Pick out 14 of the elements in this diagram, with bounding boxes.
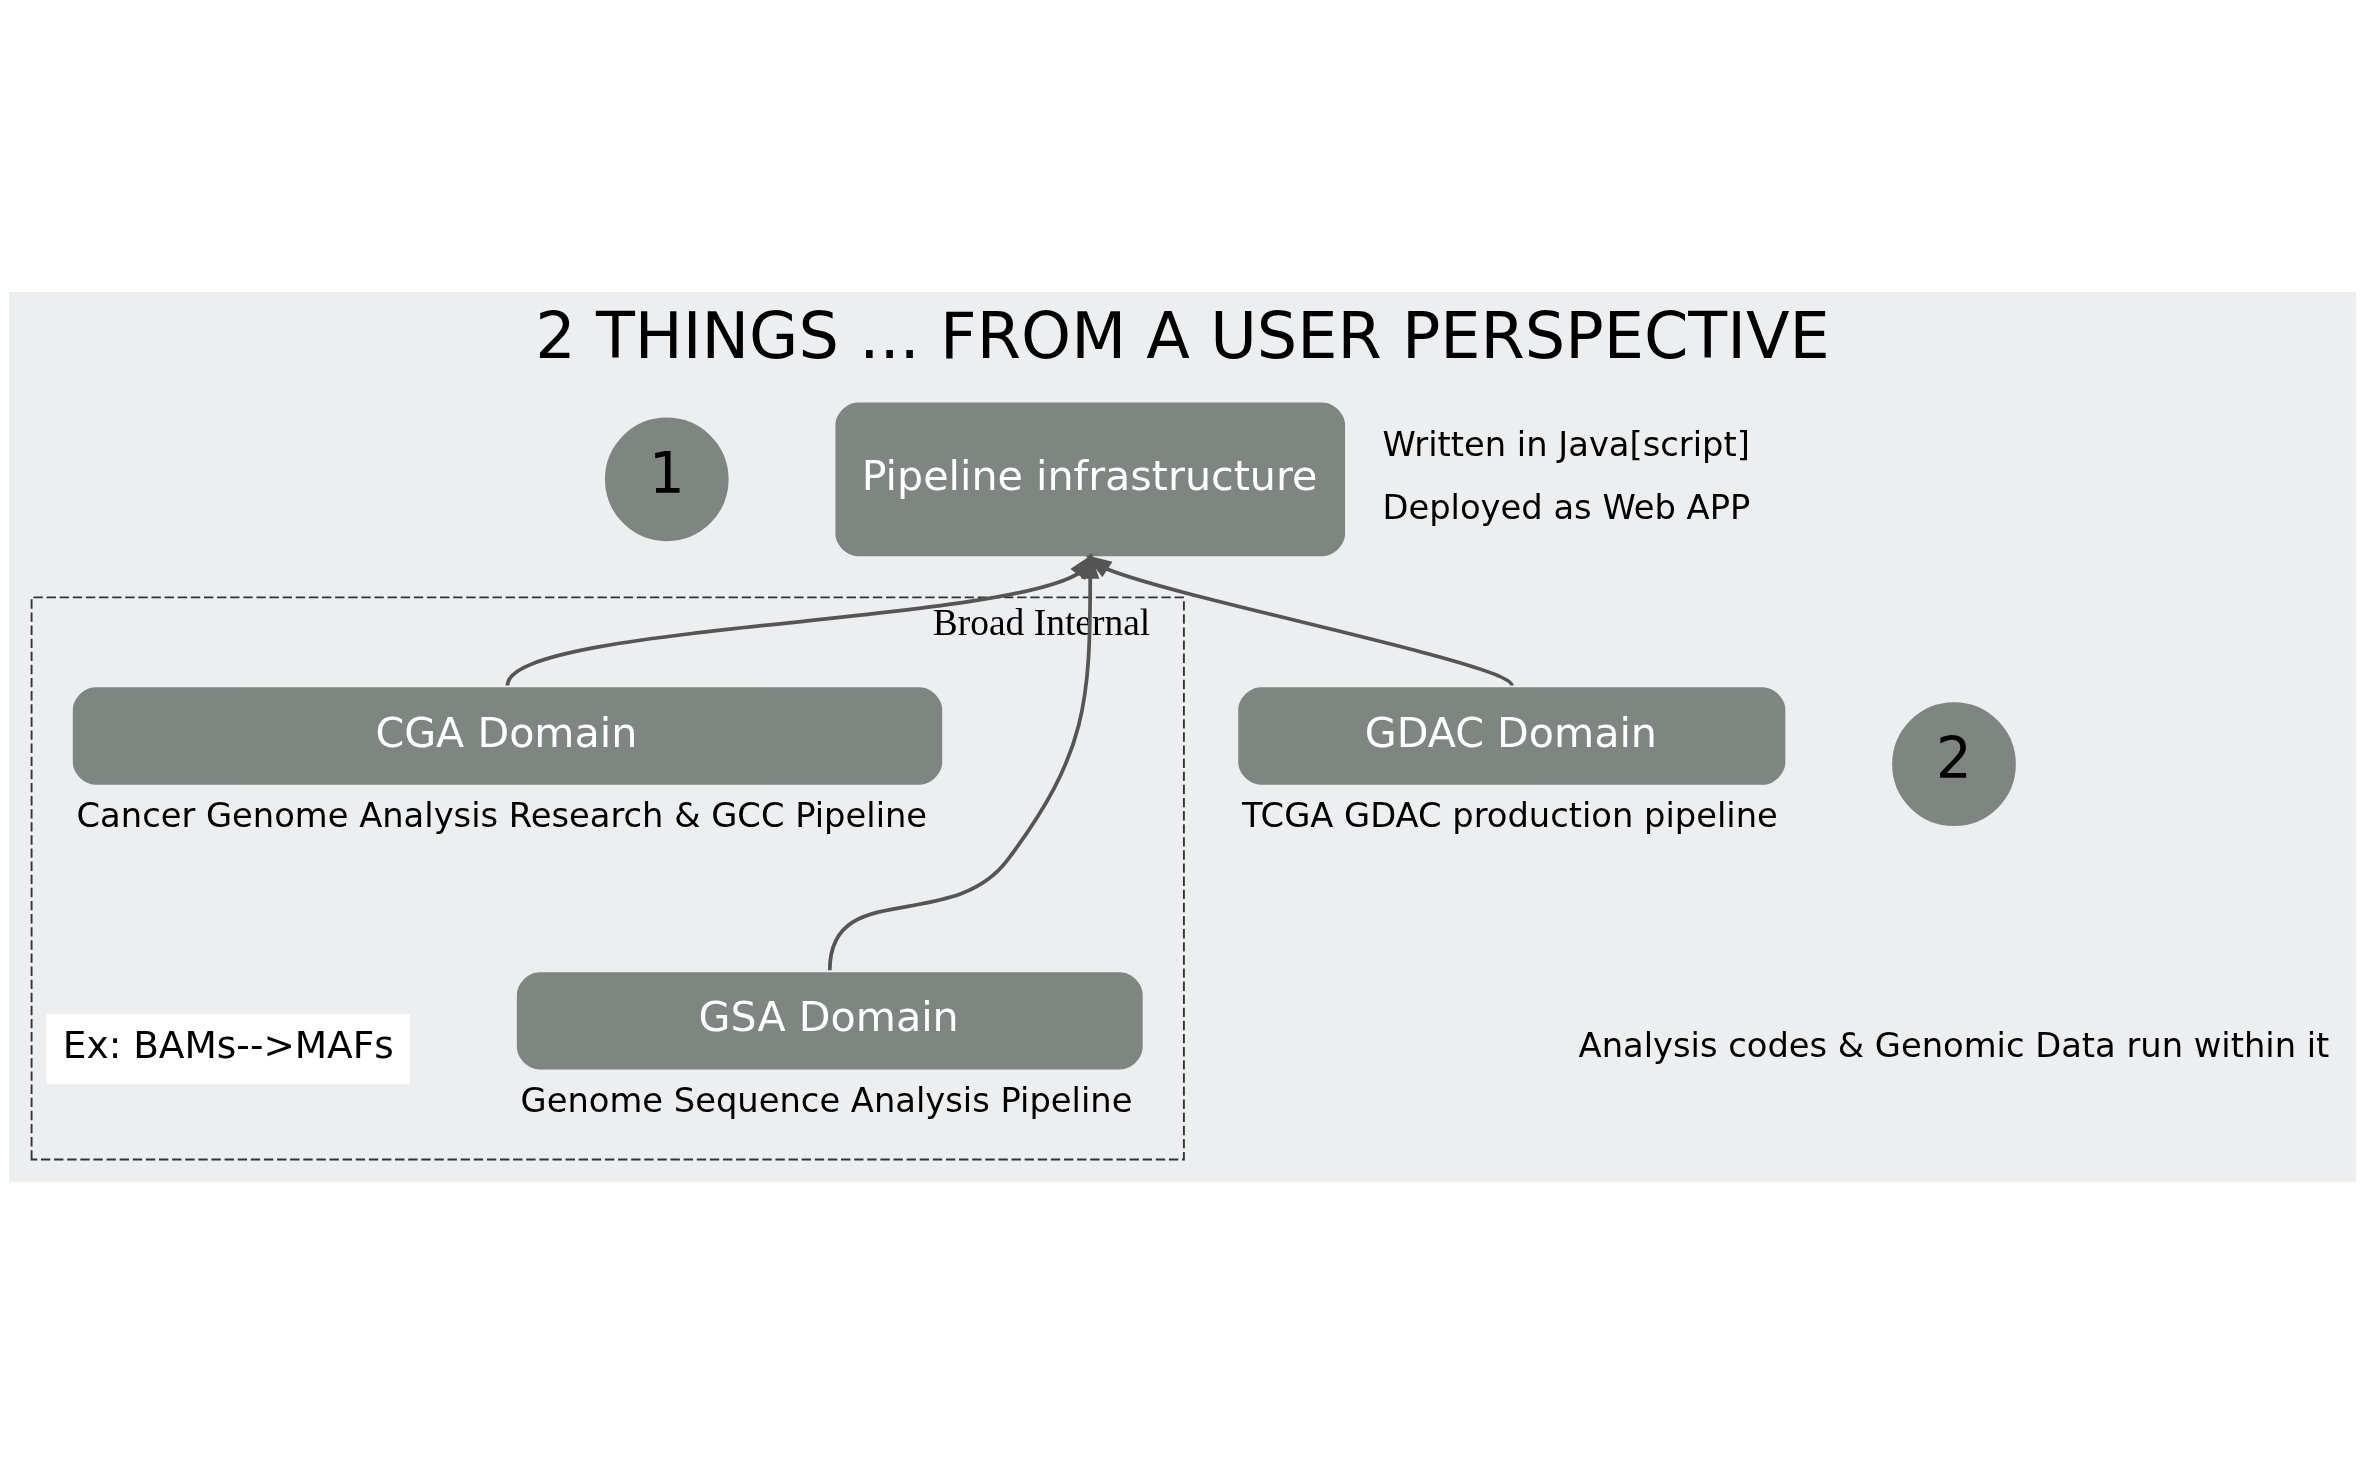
diagram-title: 2 THINGS ... FROM A USER PERSPECTIVE	[535, 298, 1830, 373]
label: Analysis codes & Genomic Data run within it	[1578, 1026, 2330, 1066]
node-box: Pipeline infrastructure	[835, 402, 1346, 557]
node-label: Written in Java[script]	[1382, 424, 1750, 464]
node-box: GSA Domain	[516, 972, 1143, 1070]
node-label: Deployed as Web APP	[1382, 488, 1751, 528]
node-circle: 2	[1892, 702, 2016, 826]
arrow	[1085, 554, 1514, 687]
node-label: Cancer Genome Analysis Research & GCC Pipeline	[76, 795, 928, 835]
node-label: Genome Sequence Analysis Pipeline	[520, 1080, 1133, 1120]
node-label: TCGA GDAC production pipeline	[1241, 795, 1778, 835]
node-circle: 1	[604, 417, 729, 542]
node-box: GDAC Domain	[1238, 687, 1786, 785]
node-box: CGA Domain	[72, 687, 943, 785]
